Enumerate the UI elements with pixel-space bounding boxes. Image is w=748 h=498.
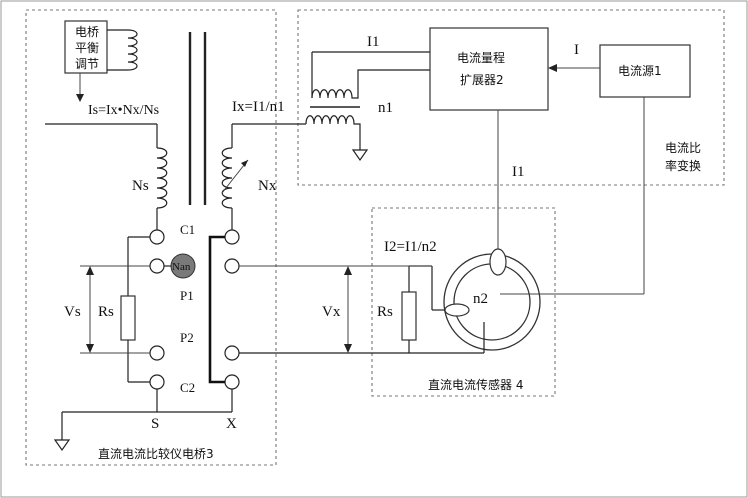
resistor-rs-right [401,291,417,341]
sensor-toroid-inner [453,263,531,341]
formula-ix: Ix=I1/n1 [232,99,285,115]
label-vx: Vx [322,304,341,320]
terminal-c1-right [224,229,240,245]
terminal-c1-left [149,229,165,245]
is-arrow-head [76,94,84,102]
range-extender-box [429,27,549,111]
label-x: X [226,416,237,432]
label-ns: Ns [132,178,149,194]
terminal-p2-right [224,345,240,361]
ratio-region [297,9,725,186]
vs-arrow-down [86,344,94,353]
terminal-c2-right [224,374,240,390]
label-i1-top: I1 [367,34,380,50]
label-n2: n2 [473,291,488,307]
vs-arrow-up [86,266,94,275]
ground-symbol-n1 [351,149,369,162]
nx-variable-arrowhead [241,160,248,167]
ns-coil [156,147,168,209]
vx-arrow-down [344,344,352,353]
ratio-label-1: 电流比 [665,141,701,155]
i-arrow-head [548,64,557,72]
range-extender-label-1: 电流量程 [457,50,505,65]
terminal-p1-right [224,258,240,274]
label-c1: C1 [180,222,195,237]
sensor-region [371,207,556,397]
label-s: S [151,416,159,432]
terminal-p1-left [149,258,165,274]
current-source-box [599,44,691,98]
label-c2: C2 [180,380,195,395]
formula-is: Is=Ix•Nx/Ns [88,103,159,118]
bridge-balance-label-2: 平衡 [75,41,99,55]
terminal-c2-left [149,374,165,390]
label-rs-right: Rs [377,304,393,320]
label-i1-mid: I1 [512,164,525,180]
ratio-label-2: 率变换 [665,158,701,173]
terminal-p2-left [149,345,165,361]
n1-secondary-coil [305,115,361,150]
n1-primary-coil [311,69,430,99]
label-nan: Nan [172,261,191,273]
label-rs-left: Rs [98,304,114,320]
bridge-balance-label-1: 电桥 [75,25,99,39]
vx-arrow-up [344,266,352,275]
ground-symbol-bottom [53,439,71,452]
bridge-balance-label-3: 调节 [75,57,99,71]
bridge-balance-box [64,20,108,74]
adjust-coil [107,29,138,71]
label-i-arrow: I [574,42,579,58]
sensor-probe-left [444,303,470,317]
current-source-label: 电流源1 [618,64,662,78]
bold-current-bar [208,235,225,384]
sensor-probe-top [489,248,507,276]
label-p1: P1 [180,288,194,303]
bridge-region [25,9,277,466]
dc-sensor-label: 直流电流传感器 4 [428,377,523,392]
nx-coil [221,147,233,209]
resistor-rs-left [120,295,136,341]
label-vs: Vs [64,304,81,320]
formula-i2: I2=I1/n2 [384,239,437,255]
label-p2: P2 [180,330,194,345]
range-extender-label-2: 扩展器2 [460,73,504,87]
label-n1: n1 [378,100,393,116]
label-nx: Nx [258,178,277,194]
dc-bridge-label: 直流电流比较仪电桥3 [98,446,214,461]
